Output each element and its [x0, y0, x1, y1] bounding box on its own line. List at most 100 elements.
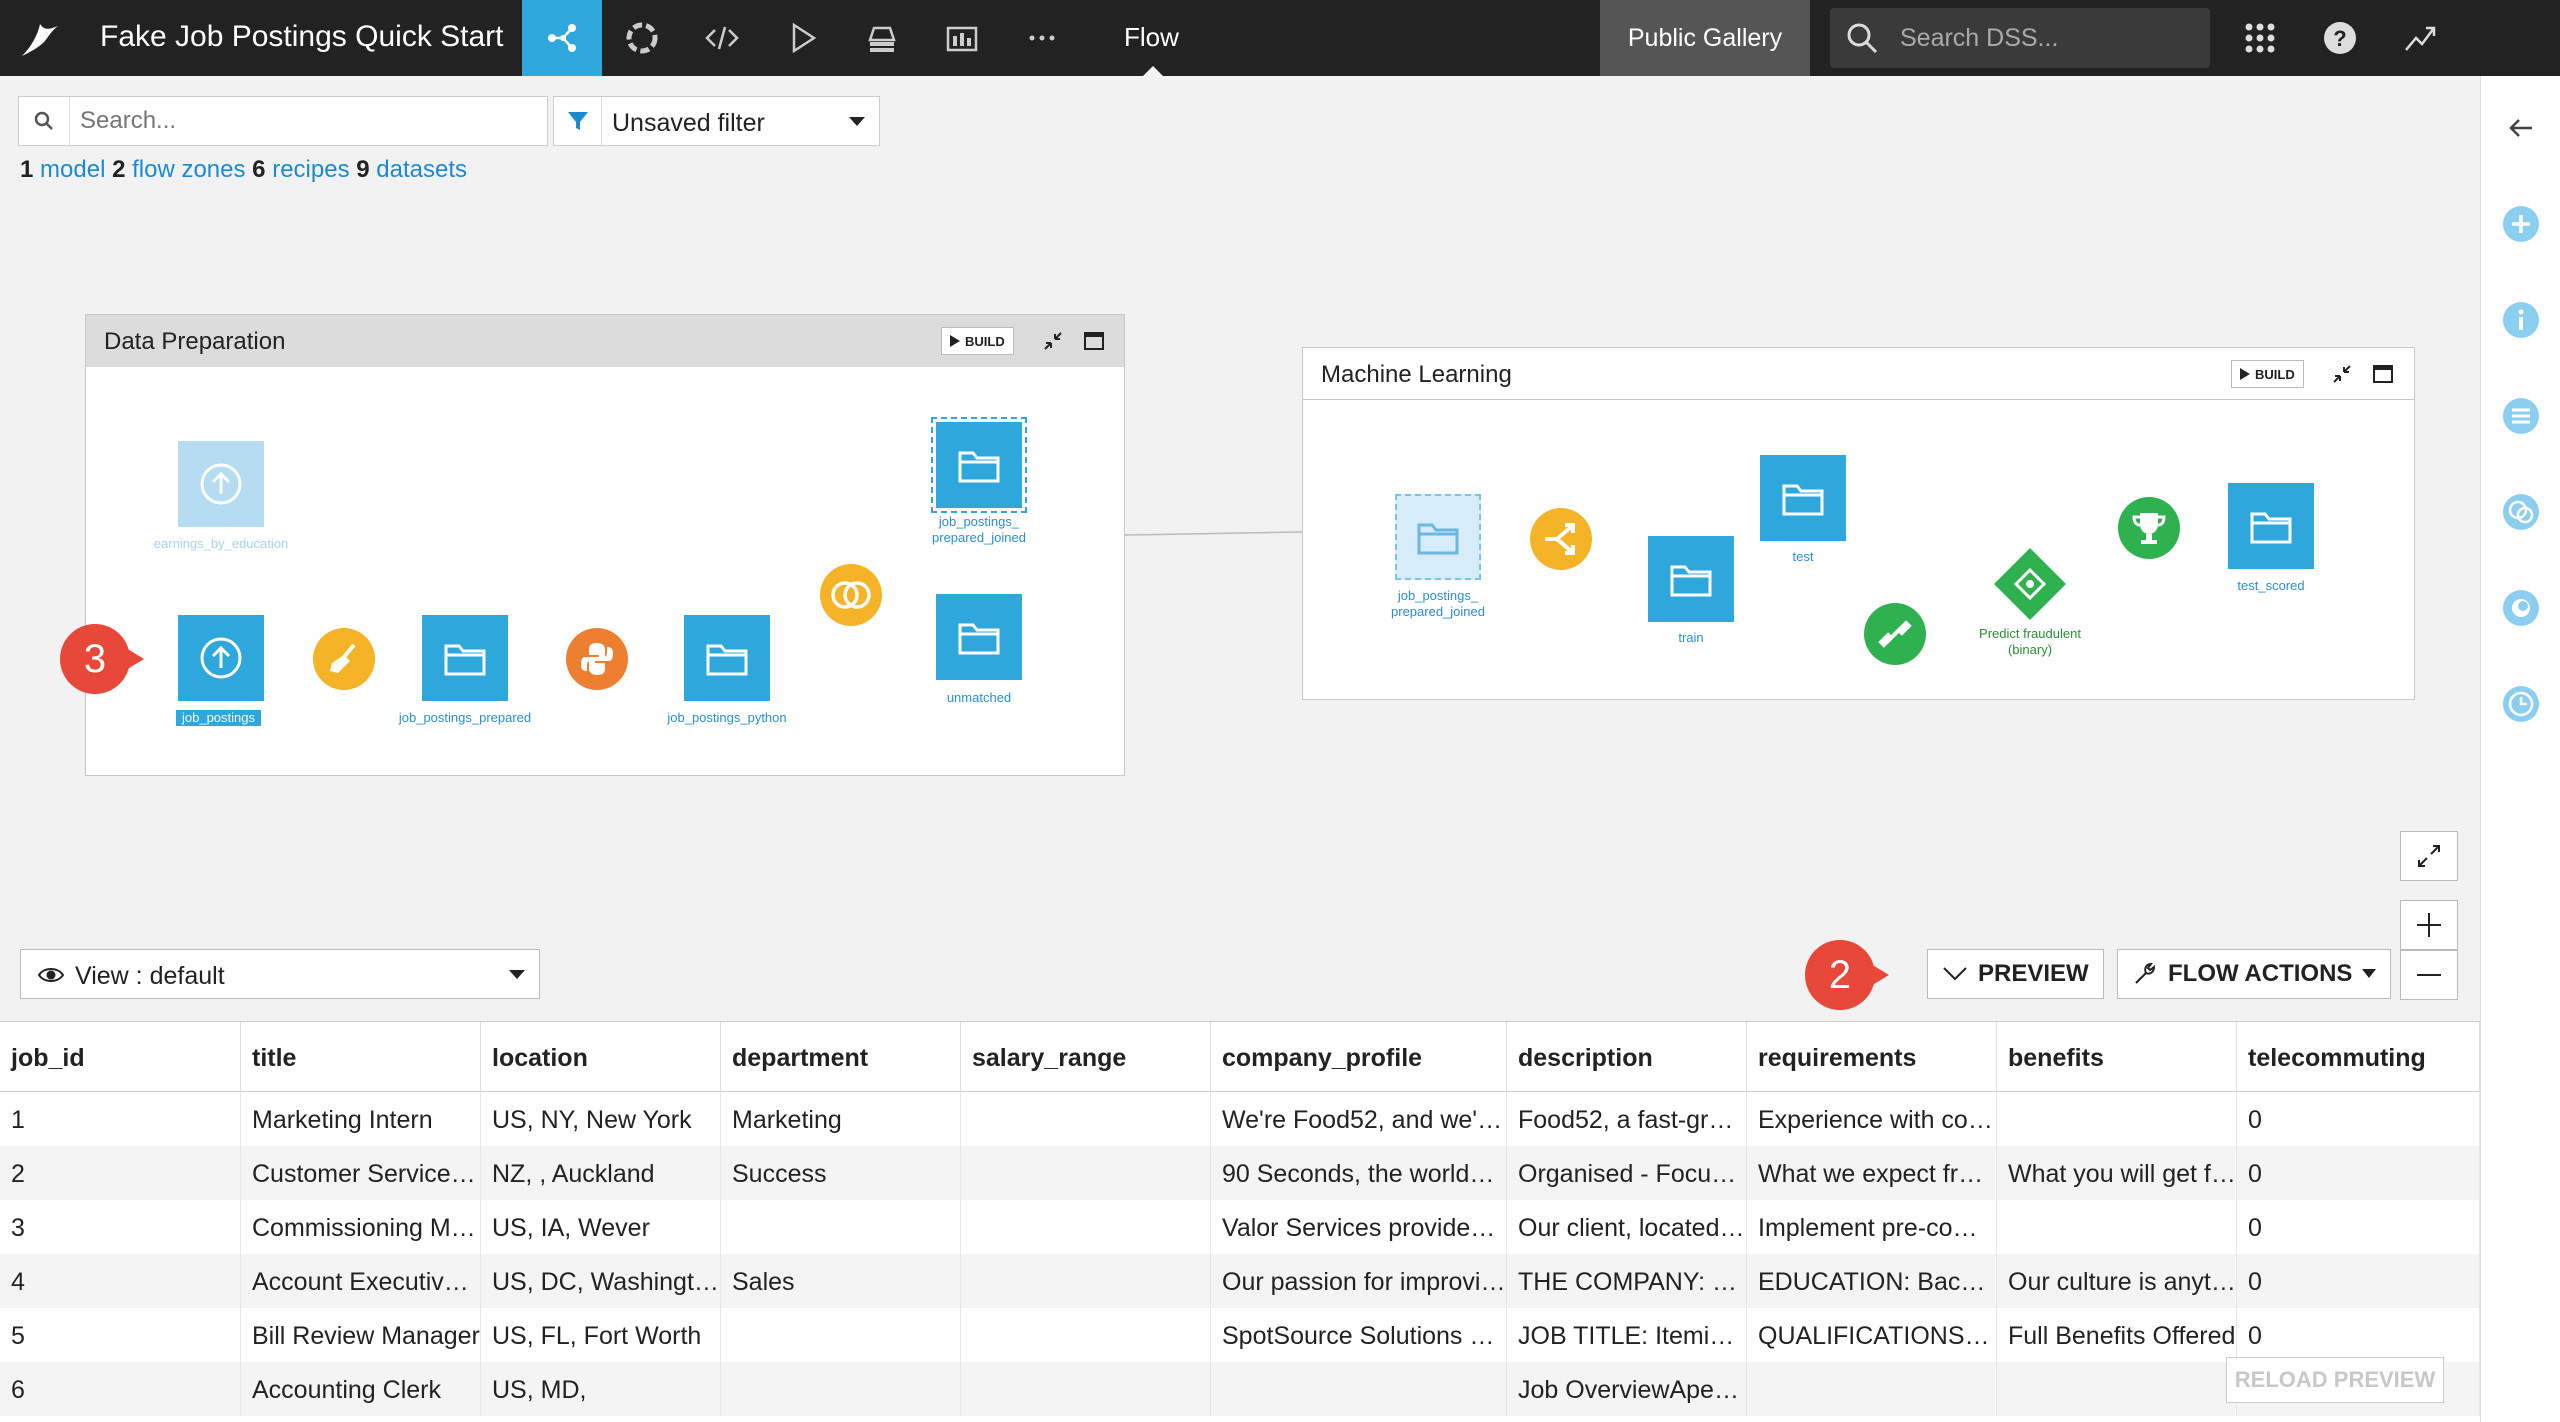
broom-icon [330, 643, 356, 673]
collapse-arrow-icon[interactable] [2499, 106, 2543, 150]
cell-description: Organised - Focused - Vibrant [1507, 1146, 1747, 1200]
flow-item-counts: 1 model 2 flow zones 6 recipes 9 dataset… [20, 156, 467, 184]
project-title[interactable]: Fake Job Postings Quick Start [100, 20, 504, 53]
discussions-icon[interactable] [2499, 490, 2543, 534]
cell-department [721, 1308, 961, 1362]
run-icon[interactable] [762, 0, 842, 76]
more-icon[interactable] [1002, 0, 1082, 76]
column-header-benefits[interactable]: benefits [1997, 1022, 2237, 1092]
link-datasets[interactable]: datasets [376, 156, 468, 183]
callout-3: 3 [60, 624, 150, 694]
zone-build-button[interactable]: BUILD [2231, 360, 2304, 388]
cell-location: US, IA, Wever [481, 1200, 721, 1254]
link-recipes[interactable]: recipes [272, 156, 350, 183]
flow-icon[interactable] [522, 0, 602, 76]
timeline-clock-icon[interactable] [2499, 682, 2543, 726]
zone-build-button[interactable]: BUILD [941, 327, 1014, 355]
build-label: BUILD [965, 333, 1005, 349]
activity-icon[interactable] [2396, 14, 2444, 62]
flow-search-box[interactable] [18, 96, 548, 146]
link-flow-zones[interactable]: flow zones [132, 156, 246, 183]
view-selector[interactable]: View : default [20, 949, 540, 999]
column-header-job-id[interactable]: job_id [0, 1022, 241, 1092]
preview-toggle-button[interactable]: PREVIEW [1927, 949, 2104, 999]
cell-location: US, FL, Fort Worth [481, 1308, 721, 1362]
details-list-icon[interactable] [2499, 394, 2543, 438]
collapse-zone-icon[interactable] [2328, 360, 2356, 388]
cell-company-profile: 90 Seconds, the worlds Cloud Video Produ… [1211, 1146, 1507, 1200]
dataset-job-postings-python[interactable] [684, 615, 770, 701]
dataset-shared-job-postings-prepared-joined[interactable] [1395, 494, 1481, 580]
column-header-description[interactable]: description [1507, 1022, 1747, 1092]
callout-2: 2 [1805, 940, 1895, 1010]
cell-department: Sales [721, 1254, 961, 1308]
cell-company-profile: Our passion for improving quality of lif… [1211, 1254, 1507, 1308]
reload-preview-button[interactable]: RELOAD PREVIEW [2226, 1357, 2444, 1403]
global-search[interactable] [1830, 8, 2210, 68]
zoom-in-button[interactable] [2400, 900, 2458, 950]
maximize-zone-icon[interactable] [2369, 360, 2397, 388]
column-header-salary-range[interactable]: salary_range [961, 1022, 1211, 1092]
column-header-title[interactable]: title [241, 1022, 481, 1092]
split-recipe[interactable] [1530, 508, 1592, 570]
zoom-out-button[interactable] [2400, 950, 2458, 1000]
dataset-test-scored[interactable] [2228, 483, 2314, 569]
dashboard-icon[interactable] [922, 0, 1002, 76]
cell-salary-range [961, 1254, 1211, 1308]
column-header-company-profile[interactable]: company_profile [1211, 1022, 1507, 1092]
maximize-zone-icon[interactable] [1080, 327, 1108, 355]
help-icon[interactable]: ? [2316, 14, 2364, 62]
model-predict-fraudulent[interactable] [1992, 546, 2068, 622]
cell-company-profile: SpotSource Solutions LLC is a Global [1211, 1308, 1507, 1362]
dataiku-logo-icon[interactable] [18, 16, 62, 60]
train-recipe[interactable] [1864, 603, 1926, 665]
cell-job-id: 2 [0, 1146, 241, 1200]
search-icon [1844, 20, 1880, 61]
global-search-input[interactable] [1900, 20, 2190, 56]
cell-benefits [1997, 1092, 2237, 1146]
column-header-location[interactable]: location [481, 1022, 721, 1092]
score-recipe[interactable] [2118, 497, 2180, 559]
lab-icon[interactable] [602, 0, 682, 76]
folder-icon [958, 451, 1000, 483]
public-gallery-button[interactable]: Public Gallery [1600, 0, 1810, 76]
top-navigation-bar: Fake Job Postings Quick Start Flow Publi… [0, 0, 2560, 76]
column-header-requirements[interactable]: requirements [1747, 1022, 1997, 1092]
add-item-icon[interactable] [2499, 202, 2543, 246]
cell-telecommuting: 0 [2237, 1254, 2480, 1308]
dataset-job-postings-prepared-joined[interactable] [931, 417, 1027, 513]
fit-to-screen-button[interactable] [2400, 831, 2458, 881]
dataset-earnings-by-education[interactable] [178, 441, 264, 527]
table-row: 3 Commissioning Machinery Assistant US, … [0, 1200, 2480, 1254]
label-earnings-by-education: earnings_by_education [153, 536, 289, 551]
cell-job-id: 6 [0, 1362, 241, 1416]
apps-grid-icon[interactable] [2236, 14, 2284, 62]
flow-search-input[interactable] [69, 97, 539, 145]
dataset-job-postings[interactable] [178, 615, 264, 701]
dataset-unmatched[interactable] [936, 594, 1022, 680]
dataset-train[interactable] [1648, 536, 1734, 622]
zone-machine-learning[interactable]: Machine Learning BUILD [1302, 347, 2415, 700]
lineage-icon[interactable] [2499, 586, 2543, 630]
cell-title: Accounting Clerk [241, 1362, 481, 1416]
code-icon[interactable] [682, 0, 762, 76]
right-sidebar [2480, 76, 2560, 1422]
filter-dropdown[interactable]: Unsaved filter [553, 96, 880, 146]
join-recipe[interactable] [820, 564, 882, 626]
folder-icon [1670, 565, 1712, 597]
column-header-department[interactable]: department [721, 1022, 961, 1092]
dataset-test[interactable] [1760, 455, 1846, 541]
prepare-recipe[interactable] [313, 628, 375, 690]
column-header-telecommuting[interactable]: telecommuting [2237, 1022, 2480, 1092]
dataset-job-postings-prepared[interactable] [422, 615, 508, 701]
info-icon[interactable] [2499, 298, 2543, 342]
collapse-zone-icon[interactable] [1039, 327, 1067, 355]
python-recipe[interactable] [566, 628, 628, 690]
cell-job-id: 3 [0, 1200, 241, 1254]
cell-company-profile [1211, 1362, 1507, 1416]
flow-actions-button[interactable]: FLOW ACTIONS [2117, 949, 2392, 999]
deploy-icon[interactable] [842, 0, 922, 76]
current-view-label[interactable]: Flow [1124, 22, 1179, 52]
svg-text:?: ? [2333, 26, 2346, 51]
link-models[interactable]: model [40, 156, 106, 183]
